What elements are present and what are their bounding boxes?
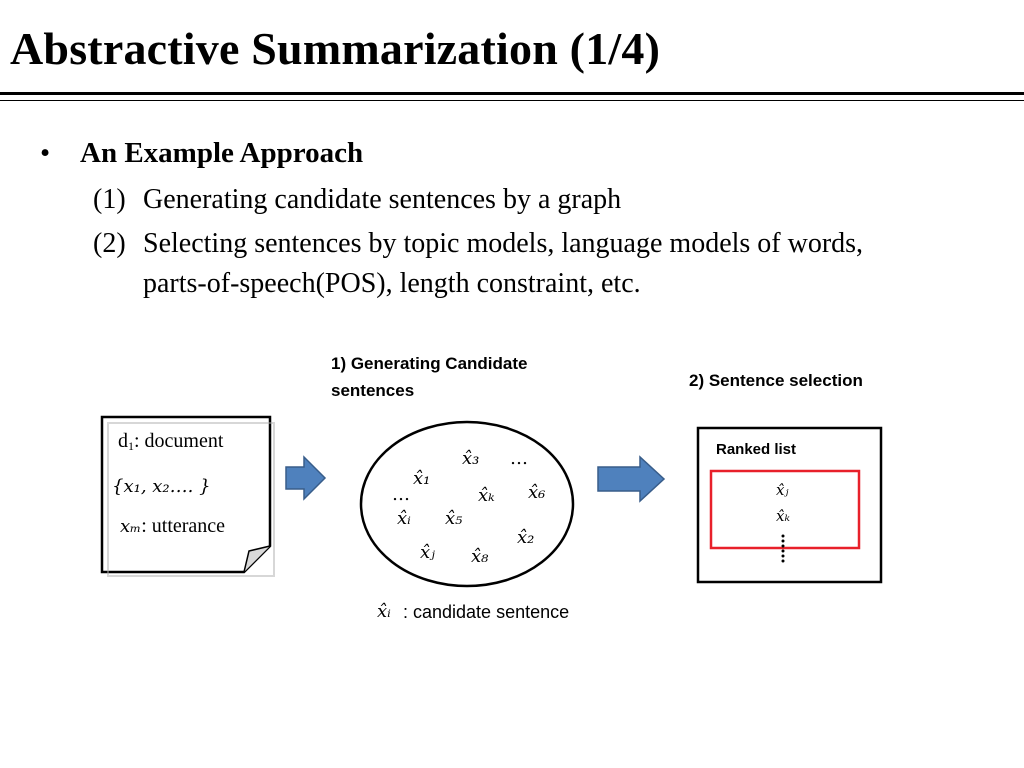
slide-title: Abstractive Summarization (1/4) — [10, 23, 661, 74]
bullet-dot: • — [40, 137, 51, 169]
candidate-graph-ellipse — [359, 420, 575, 588]
candidate-dots-top: … — [510, 448, 528, 469]
arrow-right-icon — [285, 455, 327, 501]
document-shape — [100, 415, 275, 577]
step1-label: 1) Generating Candidate sentences — [331, 354, 528, 400]
document-label: d1: document — [118, 430, 224, 453]
candidate-x6: x̂₆ — [528, 482, 546, 503]
ranked-list-more-dots — [781, 534, 785, 563]
ranked-list-box — [696, 426, 883, 584]
arrow-right-icon — [597, 455, 666, 503]
candidate-x2: x̂₂ — [517, 527, 535, 548]
candidate-xk: x̂ₖ — [478, 485, 495, 506]
list-item-number: (1) — [93, 184, 126, 215]
candidate-xi: x̂ᵢ — [397, 508, 411, 529]
candidate-xj: x̂ⱼ — [420, 542, 435, 563]
ranked-list-title: Ranked list — [716, 441, 797, 458]
document-utterance-set: {x₁, x₂…. } — [112, 476, 211, 497]
candidate-x3: x̂₃ — [462, 448, 480, 469]
ranked-item-xj: x̂ⱼ — [776, 481, 789, 499]
list-item-text: Generating candidate sentences by a grap… — [143, 184, 622, 215]
candidate-dots-left: … — [392, 484, 410, 505]
candidate-x1: x̂₁ — [413, 468, 431, 489]
list-item-2-continuation: parts-of-speech(POS), length constraint,… — [143, 268, 641, 299]
title-rule-thick — [0, 92, 1024, 95]
legend-text: : candidate sentence — [403, 602, 570, 622]
candidate-x5: x̂₅ — [445, 508, 463, 529]
list-item-number: (2) — [93, 228, 126, 259]
title-rule-thin — [0, 100, 1024, 101]
legend-var: x̂ᵢ — [377, 601, 391, 622]
ranked-item-xk: x̂ₖ — [776, 507, 790, 525]
list-item-text: Selecting sentences by topic models, lan… — [143, 228, 864, 259]
bullet-heading: An Example Approach — [80, 137, 364, 169]
document-utterance-label: xₘ: utterance — [120, 515, 226, 537]
ranked-list-highlight — [709, 469, 861, 550]
candidate-x8: x̂₈ — [471, 546, 489, 567]
step2-label: 2) Sentence selection — [689, 371, 863, 390]
